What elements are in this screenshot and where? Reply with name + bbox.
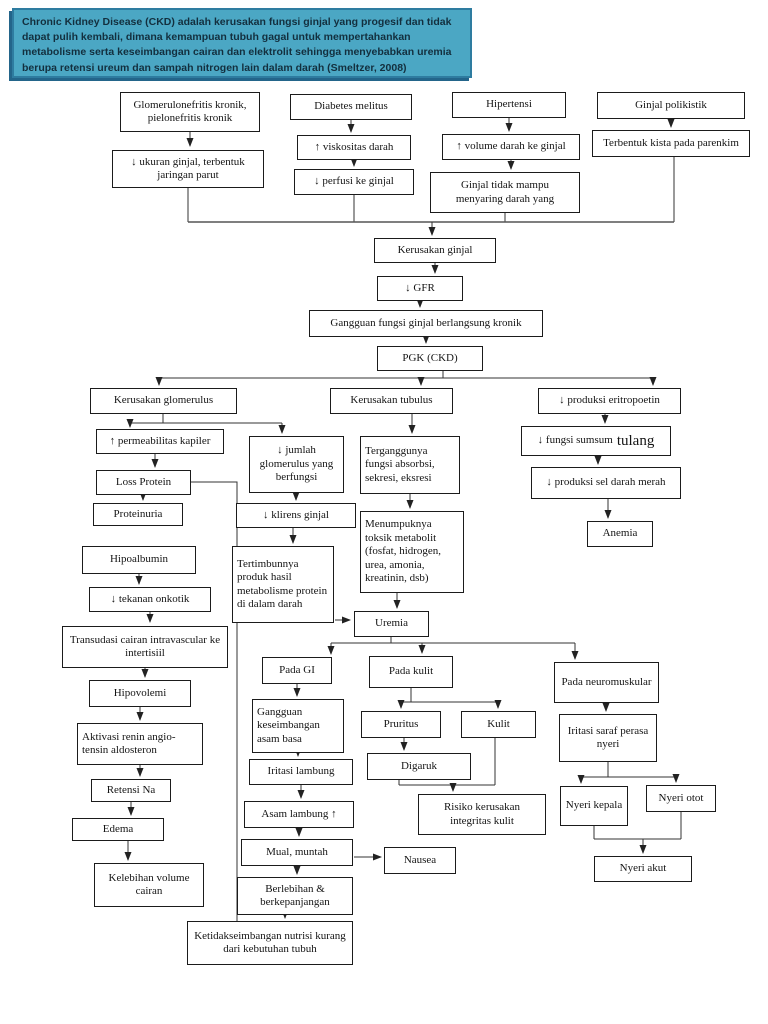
node-anemia: Anemia: [587, 521, 653, 547]
node-kerusakan-ginjal: Kerusakan ginjal: [374, 238, 496, 263]
node-kulit: Kulit: [461, 711, 536, 738]
node-uremia: Uremia: [354, 611, 429, 637]
node-transudasi-cairan: Transudasi cairan intravascular ke inter…: [62, 626, 228, 668]
node-aktivasi-renin: Aktivasi renin angio- tensin aldosteron: [77, 723, 203, 765]
node-iritasi-saraf: Iritasi saraf perasa nyeri: [559, 714, 657, 762]
node-loss-protein: Loss Protein: [96, 470, 191, 495]
node-perfusi-ginjal: ↓ perfusi ke ginjal: [294, 169, 414, 195]
node-permeabilitas-kapiler: ↑ permeabilitas kapiler: [96, 429, 224, 454]
sumsum-text: ↓ fungsi sumsum: [537, 434, 613, 447]
node-terganggunya-fungsi: Terganggunya fungsi absorbsi, sekresi, e…: [360, 436, 460, 494]
node-gangguan-asam-basa: Gangguan keseimbangan asam basa: [252, 699, 344, 753]
node-gangguan-fungsi-ginjal: Gangguan fungsi ginjal berlangsung kroni…: [309, 310, 543, 337]
node-pada-neuromuskular: Pada neuromuskular: [554, 662, 659, 703]
node-risiko-integritas-kulit: Risiko kerusakan integritas kulit: [418, 794, 546, 835]
ckd-definition-callout: Chronic Kidney Disease (CKD) adalah keru…: [12, 8, 472, 78]
node-menumpuknya-toksik: Menumpuknya toksik metabolit (fosfat, hi…: [360, 511, 464, 593]
node-kelebihan-volume: Kelebihan volume cairan: [94, 863, 204, 907]
node-produksi-eritropoetin: ↓ produksi eritropoetin: [538, 388, 681, 414]
node-kerusakan-tubulus: Kerusakan tubulus: [330, 388, 453, 414]
node-produksi-sel-darah: ↓ produksi sel darah merah: [531, 467, 681, 499]
node-berlebihan: Berlebihan & berkepanjangan: [237, 877, 353, 915]
node-ketidakseimbangan-nutrisi: Ketidakseimbangan nutrisi kurang dari ke…: [187, 921, 353, 965]
node-hipoalbumin: Hipoalbumin: [82, 546, 196, 574]
node-ukuran-ginjal: ↓ ukuran ginjal, terbentuk jaringan paru…: [112, 150, 264, 188]
node-asam-lambung: Asam lambung ↑: [244, 801, 354, 828]
node-ginjal-tidak-mampu: Ginjal tidak mampu menyaring darah yang: [430, 172, 580, 213]
node-nyeri-akut: Nyeri akut: [594, 856, 692, 882]
node-pgk-ckd: PGK (CKD): [377, 346, 483, 371]
node-retensi-na: Retensi Na: [91, 779, 171, 802]
node-digaruk: Digaruk: [367, 753, 471, 780]
node-jumlah-glomerulus: ↓ jumlah glomerulus yang berfungsi: [249, 436, 344, 493]
node-ginjal-polikistik: Ginjal polikistik: [597, 92, 745, 119]
node-pada-gi: Pada GI: [262, 657, 332, 684]
node-edema: Edema: [72, 818, 164, 841]
node-klirens-ginjal: ↓ klirens ginjal: [236, 503, 356, 528]
node-viskositas-darah: ↑ viskositas darah: [297, 135, 411, 160]
node-mual-muntah: Mual, muntah: [241, 839, 353, 866]
node-tertimbunnya-produk: Tertimbunnya produk hasil metabolisme pr…: [232, 546, 334, 623]
node-kerusakan-glomerulus: Kerusakan glomerulus: [90, 388, 237, 414]
node-glomerulonefritis: Glomerulonefritis kronik, pielonefritis …: [120, 92, 260, 132]
node-gfr: ↓ GFR: [377, 276, 463, 301]
node-proteinuria: Proteinuria: [93, 503, 183, 526]
node-volume-darah: ↑ volume darah ke ginjal: [442, 134, 580, 160]
node-tekanan-onkotik: ↓ tekanan onkotik: [89, 587, 211, 612]
node-hipertensi: Hipertensi: [452, 92, 566, 118]
node-pruritus: Pruritus: [361, 711, 441, 738]
node-diabetes-melitus: Diabetes melitus: [290, 94, 412, 120]
node-hipovolemi: Hipovolemi: [89, 680, 191, 707]
node-iritasi-lambung: Iritasi lambung: [249, 759, 353, 785]
node-nyeri-kepala: Nyeri kepala: [560, 786, 628, 826]
node-nausea: Nausea: [384, 847, 456, 874]
node-nyeri-otot: Nyeri otot: [646, 785, 716, 812]
node-kista-parenkim: Terbentuk kista pada parenkim: [592, 130, 750, 157]
sumsum-text-large: tulang: [616, 432, 655, 449]
node-pada-kulit: Pada kulit: [369, 656, 453, 688]
